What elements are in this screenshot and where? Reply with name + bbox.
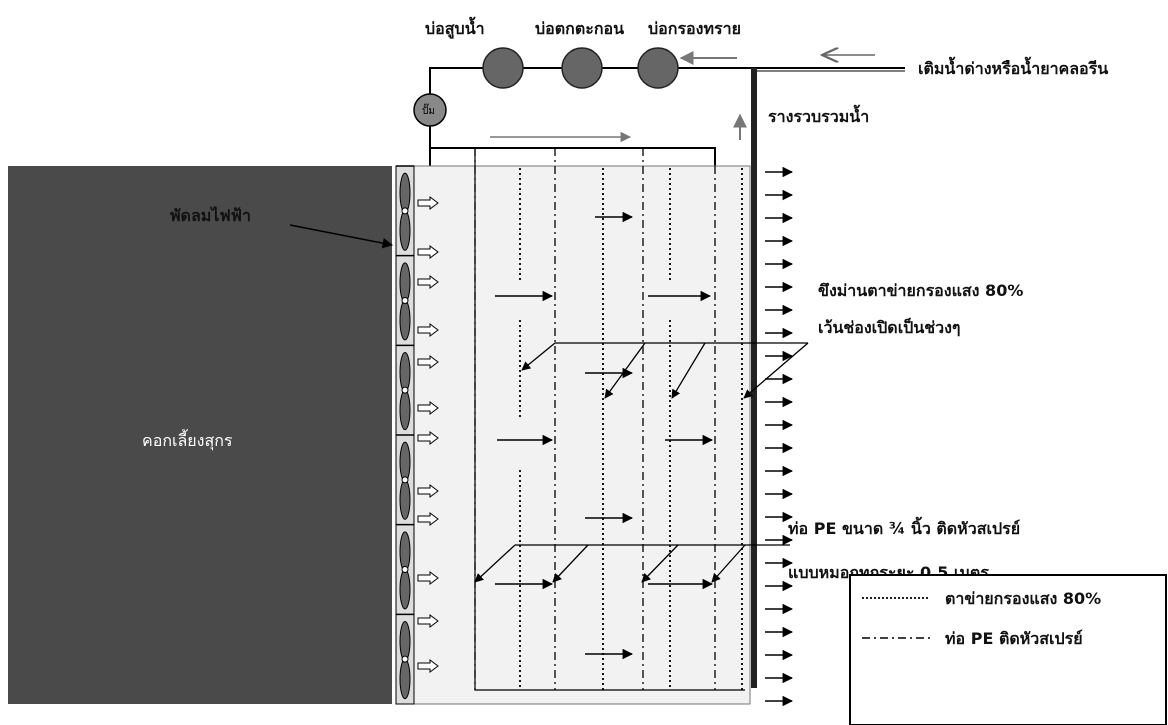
airflow-arrow-icon bbox=[417, 571, 439, 585]
airflow-arrow-icon bbox=[417, 401, 439, 415]
fan-icon bbox=[399, 352, 411, 431]
pipe-callout-line1: ท่อ PE ขนาด ¾ นิ้ว ติดหัวสเปรย์ bbox=[788, 516, 1020, 538]
fan-icon bbox=[399, 172, 411, 251]
legend-box bbox=[849, 574, 1167, 725]
fan-label-pointer bbox=[289, 224, 394, 249]
airflow-arrow-icon bbox=[417, 323, 439, 337]
pig-barn bbox=[8, 166, 392, 704]
fan-airflow-arrows bbox=[417, 196, 439, 673]
airflow-arrow-icon bbox=[417, 512, 439, 526]
net-callout-line1: ขึงม่านตาข่ายกรองแสง 80% bbox=[818, 281, 1023, 300]
chamber-flow-arrows bbox=[495, 211, 714, 660]
pipe-callout-leaders bbox=[474, 544, 790, 583]
net-callout-leaders bbox=[521, 342, 809, 399]
fan-icon bbox=[399, 621, 411, 700]
legend: ตาข่ายกรองแสง 80% ท่อ PE ติดหัวสเปรย์ bbox=[849, 574, 1167, 725]
cooling-chamber bbox=[413, 165, 751, 705]
inlet-label: เติมน้ำด่างหรือน้ำยาคลอรีน bbox=[918, 56, 1108, 78]
pump: ปั๊ม bbox=[413, 93, 447, 127]
fan-icon bbox=[399, 531, 411, 610]
pump-pond-tank bbox=[482, 47, 524, 89]
sediment-pond-tank bbox=[561, 47, 603, 89]
fan-icon bbox=[399, 441, 411, 520]
airflow-arrow-icon bbox=[417, 196, 439, 210]
fan-icon bbox=[399, 262, 411, 341]
net-callout-line2: เว้นช่องเปิดเป็นช่วงๆ bbox=[818, 316, 961, 337]
airflow-arrow-icon bbox=[417, 484, 439, 498]
airflow-arrow-icon bbox=[417, 431, 439, 445]
airflow-arrow-icon bbox=[417, 245, 439, 259]
gutter-label: รางรวบรวมน้ำ bbox=[768, 104, 869, 126]
airflow-arrow-icon bbox=[417, 614, 439, 628]
airflow-arrow-icon bbox=[417, 659, 439, 673]
collection-gutter bbox=[751, 68, 757, 688]
outflow-arrows bbox=[765, 166, 794, 707]
airflow-arrow-icon bbox=[417, 275, 439, 289]
pump-label: ปั๊ม bbox=[422, 103, 435, 117]
barn-label: คอกเลี้ยงสุกร bbox=[142, 429, 233, 451]
sediment-pond-label: บ่อตกตะกอน bbox=[535, 19, 624, 38]
airflow-arrow-icon bbox=[417, 355, 439, 369]
fan-label: พัดลมไฟฟ้า bbox=[170, 206, 251, 225]
fan-wall bbox=[395, 165, 415, 705]
legend-pipe-label: ท่อ PE ติดหัวสเปรย์ bbox=[945, 629, 1083, 648]
legend-net-label: ตาข่ายกรองแสง 80% bbox=[945, 589, 1101, 608]
pump-pond-label: บ่อสูบน้ำ bbox=[425, 16, 485, 40]
sand-filter-pond-tank bbox=[637, 47, 679, 89]
sand-filter-pond-label: บ่อกรองทราย bbox=[648, 19, 741, 38]
spray-pipes bbox=[474, 148, 716, 690]
shade-nets bbox=[519, 168, 743, 690]
